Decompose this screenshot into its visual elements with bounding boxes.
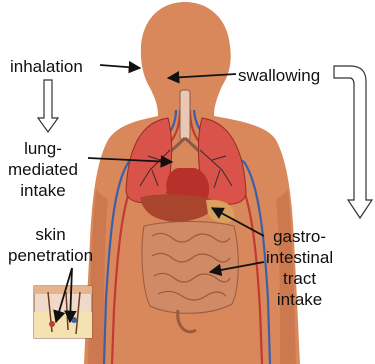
skin-line-2: penetration (8, 245, 93, 266)
inhalation-arrow (100, 65, 140, 68)
skin-line-1: skin (8, 224, 93, 245)
inhalation-label: inhalation (10, 56, 83, 77)
swallowing-label: swallowing (238, 65, 320, 86)
gi-line-2: intestinal (266, 247, 333, 268)
inhalation-flow-arrow (38, 80, 58, 132)
lung-mediated-intake-label: lung- mediated intake (8, 138, 78, 201)
gi-line-4: intake (266, 289, 333, 310)
gi-line-3: tract (266, 268, 333, 289)
gi-line-1: gastro- (266, 226, 333, 247)
swallowing-text: swallowing (238, 66, 320, 85)
swallowing-flow-arrow (334, 66, 372, 218)
lung-line-1: lung- (8, 138, 78, 159)
skin-cross-section (34, 286, 92, 338)
lung-line-2: mediated (8, 159, 78, 180)
inhalation-text: inhalation (10, 57, 83, 76)
gastrointestinal-intake-label: gastro- intestinal tract intake (266, 226, 333, 310)
lung-line-3: intake (8, 180, 78, 201)
skin-penetration-label: skin penetration (8, 224, 93, 266)
